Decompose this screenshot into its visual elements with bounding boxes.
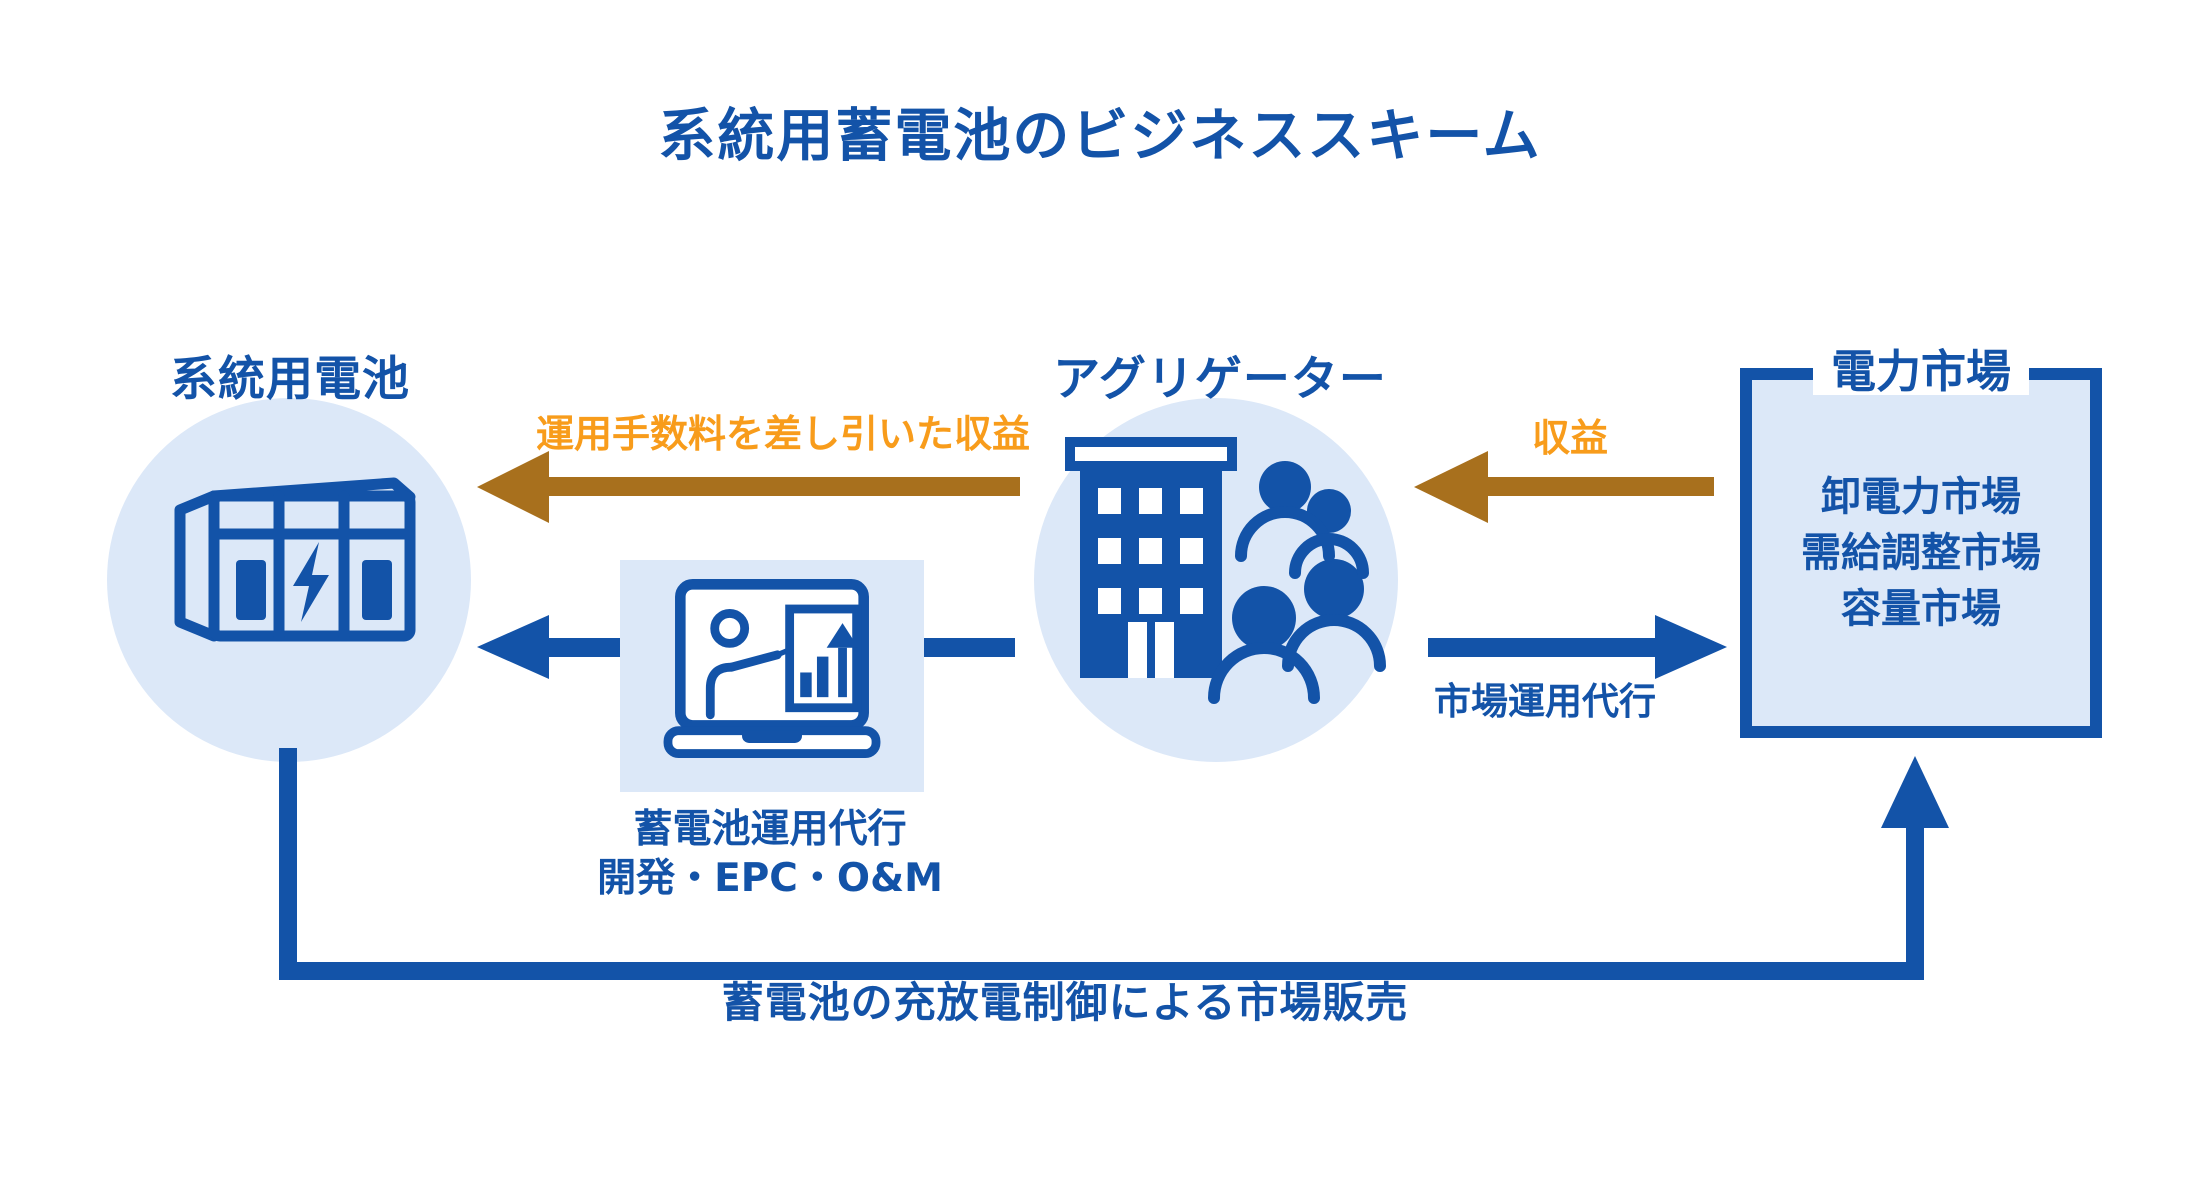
market-node-label: 電力市場 [1812,348,2030,395]
market-item-wholesale: 卸電力市場 [1821,474,2021,520]
battery-operation-line2: 開発・EPC・O&M [597,855,943,901]
battery-storage-icon [174,477,416,642]
revenue-to-aggregator-label: 収益 [1531,416,1608,460]
battery-operation-line1: 蓄電池運用代行 [633,807,907,852]
battery-operation-label: 蓄電池運用代行 開発・EPC・O&M [470,806,1070,904]
page-title: 系統用蓄電池のビジネススキーム [658,103,1542,169]
market-items-list: 卸電力市場 需給調整市場 容量市場 [1752,380,2090,726]
market-operation-arrow [1428,615,1727,679]
revenue-to-battery-arrow [477,451,1020,523]
market-item-balancing: 需給調整市場 [1801,530,2041,576]
operation-service-box [620,560,924,792]
battery-node-label: 系統用電池 [170,352,410,407]
revenue-to-aggregator-arrow [1414,451,1714,523]
laptop-presentation-icon [663,579,881,758]
revenue-to-battery-label: 運用手数料を差し引いた収益 [535,412,1030,456]
market-node-box: 電力市場 卸電力市場 需給調整市場 容量市場 [1740,348,2102,738]
aggregator-node-label: アグリゲーター [1053,352,1387,407]
market-item-capacity: 容量市場 [1841,586,2001,632]
market-operation-label: 市場運用代行 [1434,680,1656,723]
market-sales-label: 蓄電池の充放電制御による市場販売 [721,978,1409,1027]
building-people-icon [1065,437,1386,704]
